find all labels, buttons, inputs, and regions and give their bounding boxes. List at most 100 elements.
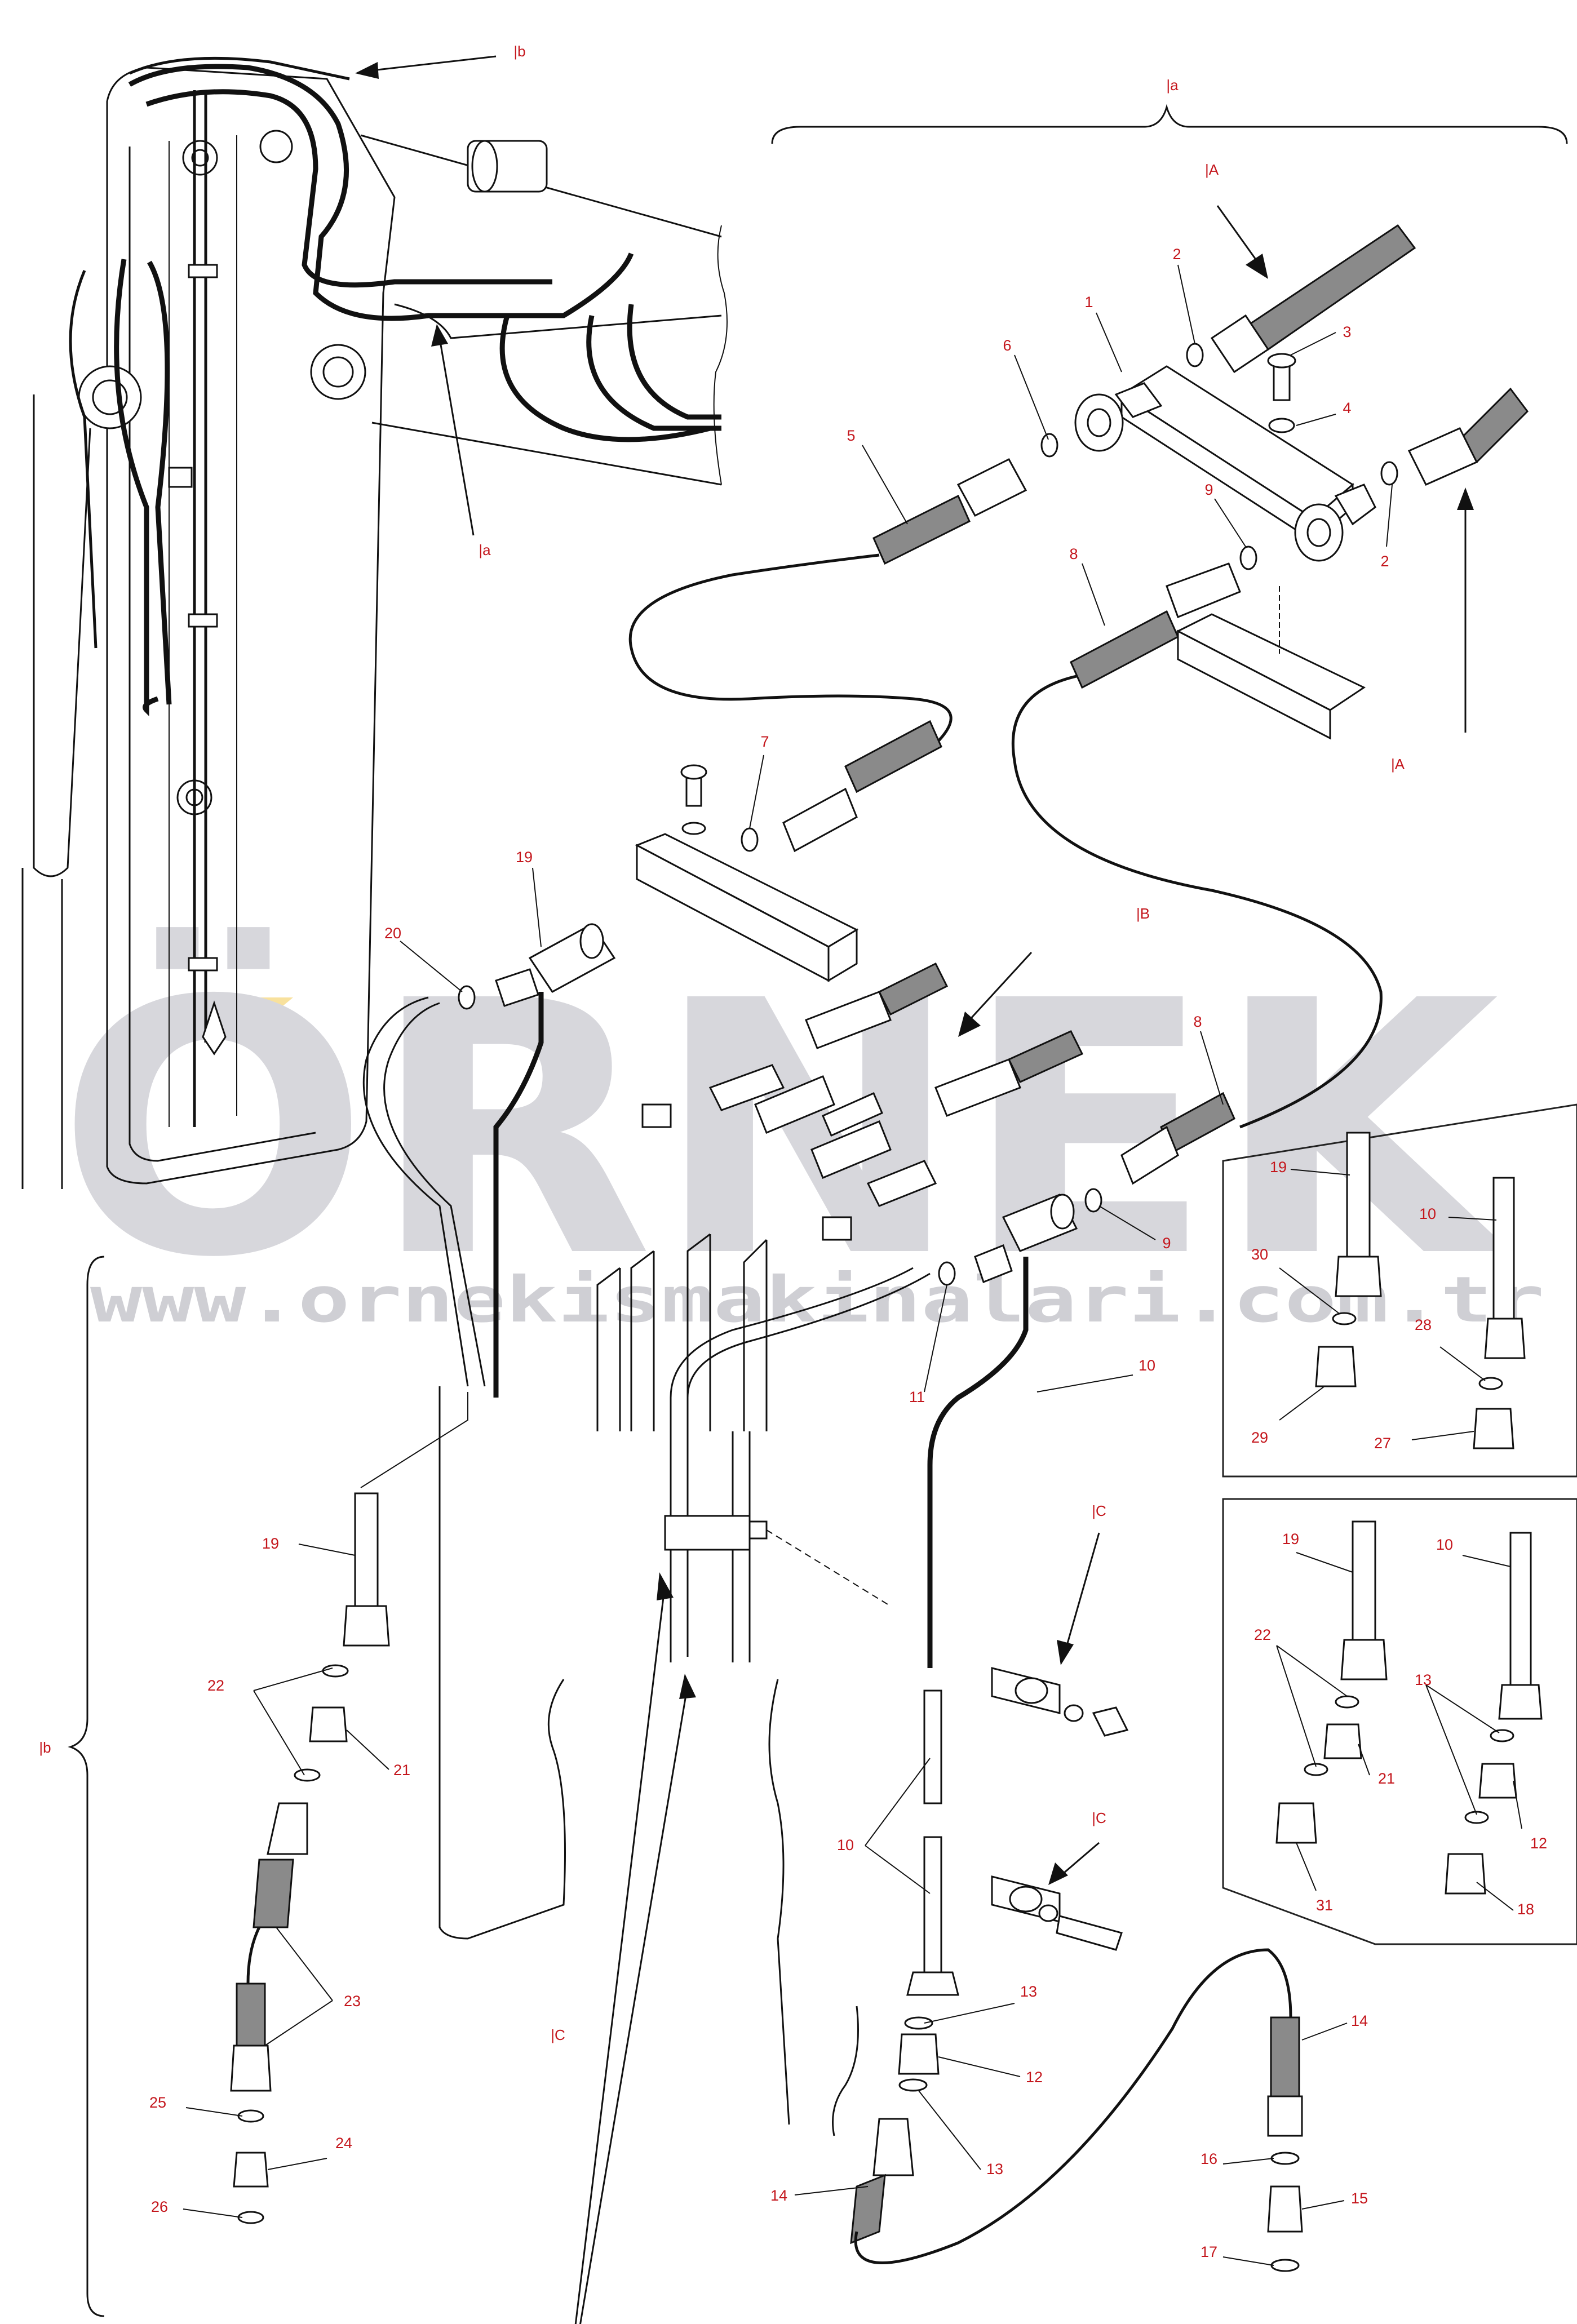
detail-box-lower-frame [1222,1498,1577,1945]
o-ring-13-detail-b [1464,1811,1489,1824]
arrow-A-lower-head [1457,487,1474,510]
arrow-C-upper-line [1064,1532,1100,1652]
hose-14 [850,2174,886,2245]
leader-1 [1096,312,1122,372]
label-part-30: 30 [1251,1246,1268,1263]
label-part-7: 7 [760,733,769,750]
tube-pair [686,1233,711,1431]
leader-22-detail [1276,1645,1348,1767]
tee-fitting-body [1114,382,1163,418]
mid-block-end [827,928,858,982]
hose-5-loop [628,553,953,745]
label-part-8-lower: 8 [1193,1013,1202,1030]
arrow-C-left-2 [579,1684,689,2324]
adapter-15 [1267,2185,1303,2233]
label-part-12-detail: 12 [1530,1835,1547,1852]
clamp-small [641,1103,672,1128]
boom-arm [21,56,728,1189]
section-label-a-top: |a [1166,77,1179,94]
watermark-brand: ÖRNEK [56,924,1513,1334]
hose-fitting [805,991,892,1049]
tube-10-detail-b-nut [1498,1684,1543,1720]
section-label-B: |B [1136,905,1150,922]
leader-14-right [1301,2023,1348,2041]
hose-clamp [188,264,218,278]
tube-pair [743,1239,768,1431]
o-ring-13b [898,2078,928,2092]
label-part-14-right: 14 [1351,2012,1368,2029]
section-label-a-boom: |a [479,542,491,558]
washer [1268,418,1295,433]
tube-19-detail [1346,1132,1371,1258]
hose-segment [878,962,949,1016]
label-part-13-detail: 13 [1415,1671,1432,1688]
leader-27 [1411,1431,1474,1440]
adapter-12 [898,2033,940,2075]
label-part-10-detail-b: 10 [1436,1536,1453,1553]
tee-fitting-bore [1087,408,1111,437]
tee-10-nipple [974,1244,1013,1283]
tee-10-port [1050,1194,1075,1230]
leader-25 [185,2107,243,2117]
label-part-3: 3 [1343,323,1351,340]
cap-18 [1445,1853,1486,1895]
leader-19-detail-b [1296,1552,1353,1573]
o-ring-22 [322,1664,349,1678]
hose-23 [253,1859,294,1928]
leader-4 [1296,414,1336,426]
hose-end-fitting [202,1000,227,1055]
tube-19 [493,992,544,1398]
arrow-b-line [371,55,497,72]
tube-19-piece [354,1492,379,1607]
label-part-9-upper: 9 [1204,481,1213,498]
arrow-C-left-1-head [657,1572,674,1600]
arrow-b-head [355,62,379,79]
leader-26 [183,2208,243,2218]
o-ring-25 [237,2109,264,2123]
tube-pair [596,1267,621,1431]
leader-12 [938,2056,1021,2077]
arrow-C-left-2-head [679,1674,696,1699]
tube-20-a [383,1002,486,1387]
leader-16 [1222,2158,1274,2165]
hose-fitting [934,1058,1021,1117]
clamp-C-lower-loop [1009,1886,1043,1913]
arrow-C-left-1 [574,1583,666,2324]
leader-8-upper [1082,563,1105,626]
plug-29 [1315,1346,1357,1387]
hose-8-upper-fitting [1166,562,1241,618]
boom-pin [259,130,293,163]
section-label-A-lower: |A [1391,756,1405,773]
tee-19-port [579,923,604,959]
mid-washer [681,822,706,835]
section-label-b-left: |b [39,1739,51,1756]
leader-3 [1290,332,1336,356]
tube-19-detail-b [1352,1520,1376,1641]
label-part-18: 18 [1517,1901,1534,1918]
adapter-12-detail [1478,1763,1517,1799]
nut-C [1092,1706,1129,1737]
label-part-21: 21 [393,1762,410,1779]
arrow-A-upper-head [1246,254,1268,279]
label-part-2-lower: 2 [1380,553,1389,570]
arrow-a-line [438,338,475,536]
hose-14-loop [854,1948,1292,2264]
o-ring-9 [1084,1188,1102,1213]
leader-19-left [298,1544,356,1556]
label-part-6: 6 [1003,337,1011,354]
hose-14-fitting [872,2118,914,2176]
tube-10-detail-nut [1484,1318,1526,1359]
section-labels: |a |b |a |A |A |B |C |C |C |b [39,43,1405,2043]
hose-7 [844,720,942,793]
leader-2-upper [1177,264,1195,344]
watermark-url: www.ornekismakinalari.com.tr [90,1263,1544,1337]
label-part-19-left: 19 [262,1535,279,1552]
boom-hose-thick [114,259,159,716]
arrow-C-upper-head [1057,1640,1074,1665]
label-part-12: 12 [1026,2069,1043,2086]
hose-A-upper [1244,224,1416,351]
brace-b [68,1256,105,2317]
o-ring-22-detail-b [1304,1763,1328,1776]
label-part-22-detail: 22 [1254,1626,1271,1643]
watermark-accent-right [225,997,293,1026]
